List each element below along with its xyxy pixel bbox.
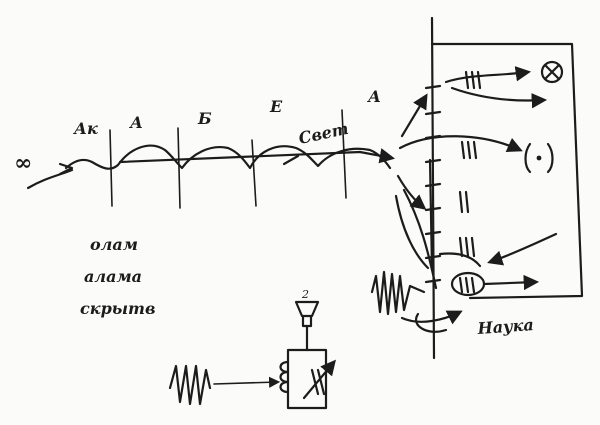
hatch-3: [458, 190, 470, 214]
word-3: скрытв: [80, 299, 155, 318]
arc-to-target: [398, 135, 523, 152]
science-label: Наука: [476, 315, 534, 338]
segment-label-4: Е: [269, 97, 283, 116]
separator-4: [341, 109, 347, 199]
arrow-converge-2: [394, 194, 430, 270]
encircled-mark: [450, 271, 486, 297]
arrow-up-axis: [400, 93, 428, 138]
word-2: алама: [84, 267, 142, 286]
arrow-from-right: [487, 232, 558, 266]
circle-cross-icon: [540, 60, 564, 84]
arrow-converge-3: [402, 188, 438, 290]
inductor-coil-icon: [279, 360, 290, 394]
arrow-converge-1: [396, 174, 427, 210]
variable-capacitor-icon: [310, 368, 326, 396]
segment-label-1: Ак: [73, 119, 98, 138]
infinity-label: ∞: [14, 150, 32, 176]
separator-2: [177, 127, 181, 209]
loop-arrow: [400, 310, 463, 325]
light-ray: [118, 148, 396, 164]
word-1: олам: [90, 235, 138, 254]
wave-start-arrow: [58, 162, 74, 176]
segment-label-2: А: [129, 113, 143, 132]
axis-inner-line: [428, 158, 434, 272]
separator-1: [109, 129, 113, 207]
light-label: Свет: [297, 119, 350, 148]
separator-3: [251, 139, 257, 207]
speaker-icon: [294, 300, 320, 352]
hatch-4: [458, 236, 476, 258]
segment-label-5: А: [367, 87, 381, 106]
arc-into-mark: [438, 252, 482, 268]
vertical-axis: [430, 16, 436, 360]
lc-circuit: [279, 348, 336, 410]
circle-dot-icon: [524, 142, 554, 174]
loop-curve: [415, 312, 448, 333]
arrow-top: [444, 66, 532, 84]
arrow-top-2: [450, 86, 548, 109]
speaker-number: 2: [301, 288, 309, 301]
segment-label-3: Б: [197, 109, 212, 128]
ray-tick: [282, 154, 300, 166]
wave-tail: [26, 168, 74, 190]
arrow-right-bottom: [482, 274, 540, 291]
input-arrow: [213, 376, 281, 388]
zigzag-input: [168, 364, 212, 406]
right-frame: [430, 42, 584, 300]
hatch-2: [460, 140, 478, 160]
zigzag-signal: [370, 270, 426, 316]
hatch-1: [464, 70, 482, 90]
